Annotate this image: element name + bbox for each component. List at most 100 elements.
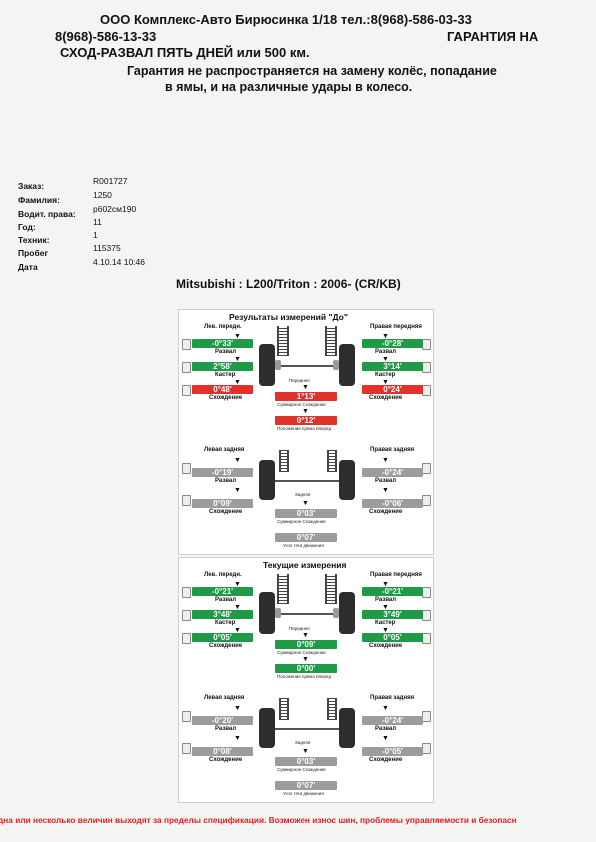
arrow-down-icon: ▼ <box>234 356 241 363</box>
suspension-spring-icon <box>279 450 289 472</box>
arrow-down-icon: ▼ <box>382 379 389 386</box>
panel-title: Текущие измерения <box>263 560 347 570</box>
fr-caster-value: 3°14' <box>362 362 423 371</box>
arrow-down-icon: ▼ <box>302 384 309 391</box>
gauge-icon <box>182 743 191 754</box>
info-label: Год: <box>18 222 36 232</box>
info-row-mileage: Пробег 115375 <box>18 243 218 258</box>
front-axle-line <box>281 365 333 367</box>
front-left-title: Лев. передн. <box>204 324 242 330</box>
arrow-down-icon: ▼ <box>302 500 309 507</box>
info-label: Водит. права: <box>18 209 76 219</box>
thrust-label: Угол тяги движения <box>283 791 324 796</box>
info-row-technician: Техник: 1 <box>18 230 218 245</box>
rear-axle-line <box>275 728 339 730</box>
toe-label: Схождение <box>209 509 243 515</box>
arrow-down-icon: ▼ <box>234 581 241 588</box>
toe-label: Схождение <box>209 643 243 649</box>
panel-current: Текущие измерения Лев. передн. Правая пе… <box>178 557 434 803</box>
toe-label: Схождение <box>209 395 243 401</box>
caster-label: Кастер <box>215 372 236 378</box>
panel-before: Результаты измерений "До" Лев. передн. П… <box>178 309 434 555</box>
caster-label: Кастер <box>375 620 396 626</box>
arrow-down-icon: ▼ <box>234 333 241 340</box>
camber-label: Развал <box>375 726 397 732</box>
caster-label: Кастер <box>375 372 396 378</box>
gauge-icon <box>182 339 191 350</box>
info-value: 115375 <box>93 243 121 253</box>
gauge-icon <box>422 385 431 396</box>
camber-label: Развал <box>215 726 237 732</box>
arrow-down-icon: ▼ <box>382 735 389 742</box>
spec-warning-footer: дна или несколько величин выходят за пре… <box>0 815 517 825</box>
front-axle-label: Передняя <box>289 378 310 383</box>
suspension-spring-icon <box>325 574 337 604</box>
suspension-spring-icon <box>277 326 289 356</box>
fr-camber-value: -0°21' <box>362 587 423 596</box>
rear-axle-line <box>275 480 339 482</box>
caster-label: Кастер <box>215 620 236 626</box>
gauge-icon <box>182 385 191 396</box>
rl-camber-value: -0°19' <box>192 468 253 477</box>
hub-icon <box>333 608 339 618</box>
rl-toe-value: 0°09' <box>192 499 253 508</box>
gauge-icon <box>422 743 431 754</box>
gauge-icon <box>182 463 191 474</box>
panel-title: Результаты измерений "До" <box>229 312 348 322</box>
arrow-down-icon: ▼ <box>234 705 241 712</box>
info-row-order: Заказ: R001727 <box>18 176 218 191</box>
gauge-icon <box>422 633 431 644</box>
fr-caster-value: 3°49' <box>362 610 423 619</box>
gauge-icon <box>182 711 191 722</box>
arrow-down-icon: ▼ <box>382 457 389 464</box>
rear-left-title: Левая задняя <box>204 695 245 701</box>
rear-right-title: Правая задняя <box>370 447 415 453</box>
rear-right-title: Правая задняя <box>370 695 415 701</box>
rl-camber-value: -0°20' <box>192 716 253 725</box>
gauge-icon <box>422 610 431 621</box>
fl-caster-value: 2°58' <box>192 362 253 371</box>
toe-label: Схождение <box>369 643 403 649</box>
setback-value: 0°00' <box>275 664 337 673</box>
rear-axle-label: Задняя <box>295 492 311 497</box>
rear-axle-label: Задняя <box>295 740 311 745</box>
header-company-line: ООО Комплекс-Авто Бирюсинка 1/18 тел.:8(… <box>100 12 472 27</box>
suspension-spring-icon <box>277 574 289 604</box>
gauge-icon <box>182 610 191 621</box>
info-row-surname: Фамилия: 1250 <box>18 190 218 205</box>
camber-label: Развал <box>375 349 397 355</box>
total-toe-label: Суммарное Схождение <box>277 767 326 772</box>
total-toe-label: Суммарное Схождение <box>277 519 326 524</box>
arrow-down-icon: ▼ <box>302 656 309 663</box>
info-row-license: Водит. права: р602см190 <box>18 204 218 219</box>
rear-left-title: Левая задняя <box>204 447 245 453</box>
camber-label: Развал <box>215 478 237 484</box>
header-warranty-exclusion-2: в ямы, и на различные удары в колесо. <box>165 80 413 94</box>
thrust-angle-value: 0°07' <box>275 781 337 790</box>
arrow-down-icon: ▼ <box>234 735 241 742</box>
toe-label: Схождение <box>209 757 243 763</box>
front-right-title: Правая передняя <box>370 572 422 578</box>
total-toe-label: Суммарное Схождение <box>277 650 326 655</box>
total-toe-rear-value: 0°03' <box>275 509 337 518</box>
info-row-date: Дата 4.10.14 10:46 <box>18 257 218 272</box>
arrow-down-icon: ▼ <box>382 333 389 340</box>
arrow-down-icon: ▼ <box>382 356 389 363</box>
rr-camber-value: -0°24' <box>362 716 423 725</box>
setback-value: 0°12' <box>275 416 337 425</box>
fl-camber-value: -0°21' <box>192 587 253 596</box>
info-row-year: Год: 11 <box>18 217 218 232</box>
info-label: Фамилия: <box>18 195 60 205</box>
camber-label: Развал <box>375 597 397 603</box>
arrow-down-icon: ▼ <box>234 627 241 634</box>
gauge-icon <box>422 711 431 722</box>
arrow-down-icon: ▼ <box>234 487 241 494</box>
info-value: 1250 <box>93 190 112 200</box>
gauge-icon <box>182 587 191 598</box>
camber-label: Развал <box>215 349 237 355</box>
arrow-down-icon: ▼ <box>234 457 241 464</box>
info-value: 4.10.14 10:46 <box>93 257 145 267</box>
thrust-front-label: Положение прямо вперед <box>277 674 332 679</box>
front-left-title: Лев. передн. <box>204 572 242 578</box>
toe-label: Схождение <box>369 509 403 515</box>
